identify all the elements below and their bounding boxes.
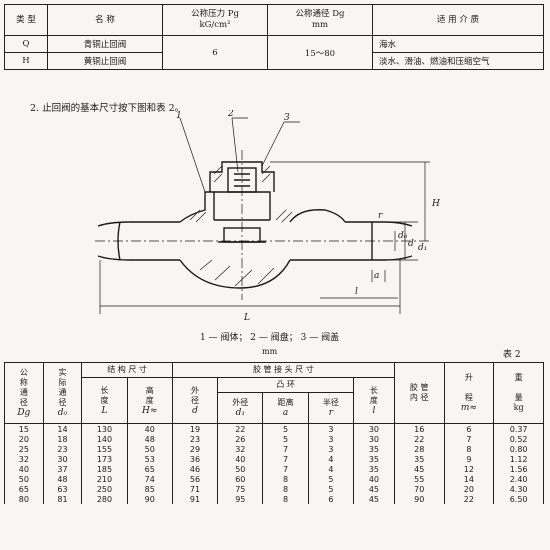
table-row: Q 青铜止回阀 6 15～80 海水 — [4, 35, 544, 70]
dim-d: d — [408, 239, 414, 249]
callout-3: 3 — [284, 113, 290, 123]
col-hose: 胶 管内 径 — [393, 362, 445, 424]
callout-2: 2 — [227, 110, 234, 119]
valve-drawing: 1 2 3 L H l r a d d₀ d₁ — [95, 110, 440, 323]
unit-label: mm — [262, 347, 278, 356]
dim-d1: d₁ — [418, 243, 427, 253]
dim-r: r — [378, 211, 383, 221]
section-note: 2. 止回阀的基本尺寸按下图和表 2。 — [30, 103, 185, 114]
table-row: H 黄铜止回阀 淡水、滑油、燃油和压缩空气 — [4, 52, 544, 70]
table-number: 表 2 — [503, 350, 521, 360]
dim-l: l — [355, 287, 358, 297]
col-type: 类 型 — [4, 4, 48, 36]
col-media: 适 用 介 质 — [372, 4, 544, 36]
dim-a: a — [374, 271, 379, 281]
col-name: 名 称 — [47, 4, 163, 36]
dim-H: H — [431, 199, 440, 209]
dim-d0: d₀ — [398, 231, 408, 241]
figure-caption: 1 — 阀体； 2 — 阀盘； 3 — 阀盖 — [200, 333, 340, 343]
dim-L: L — [243, 313, 250, 323]
callout-1: 1 — [176, 111, 182, 121]
